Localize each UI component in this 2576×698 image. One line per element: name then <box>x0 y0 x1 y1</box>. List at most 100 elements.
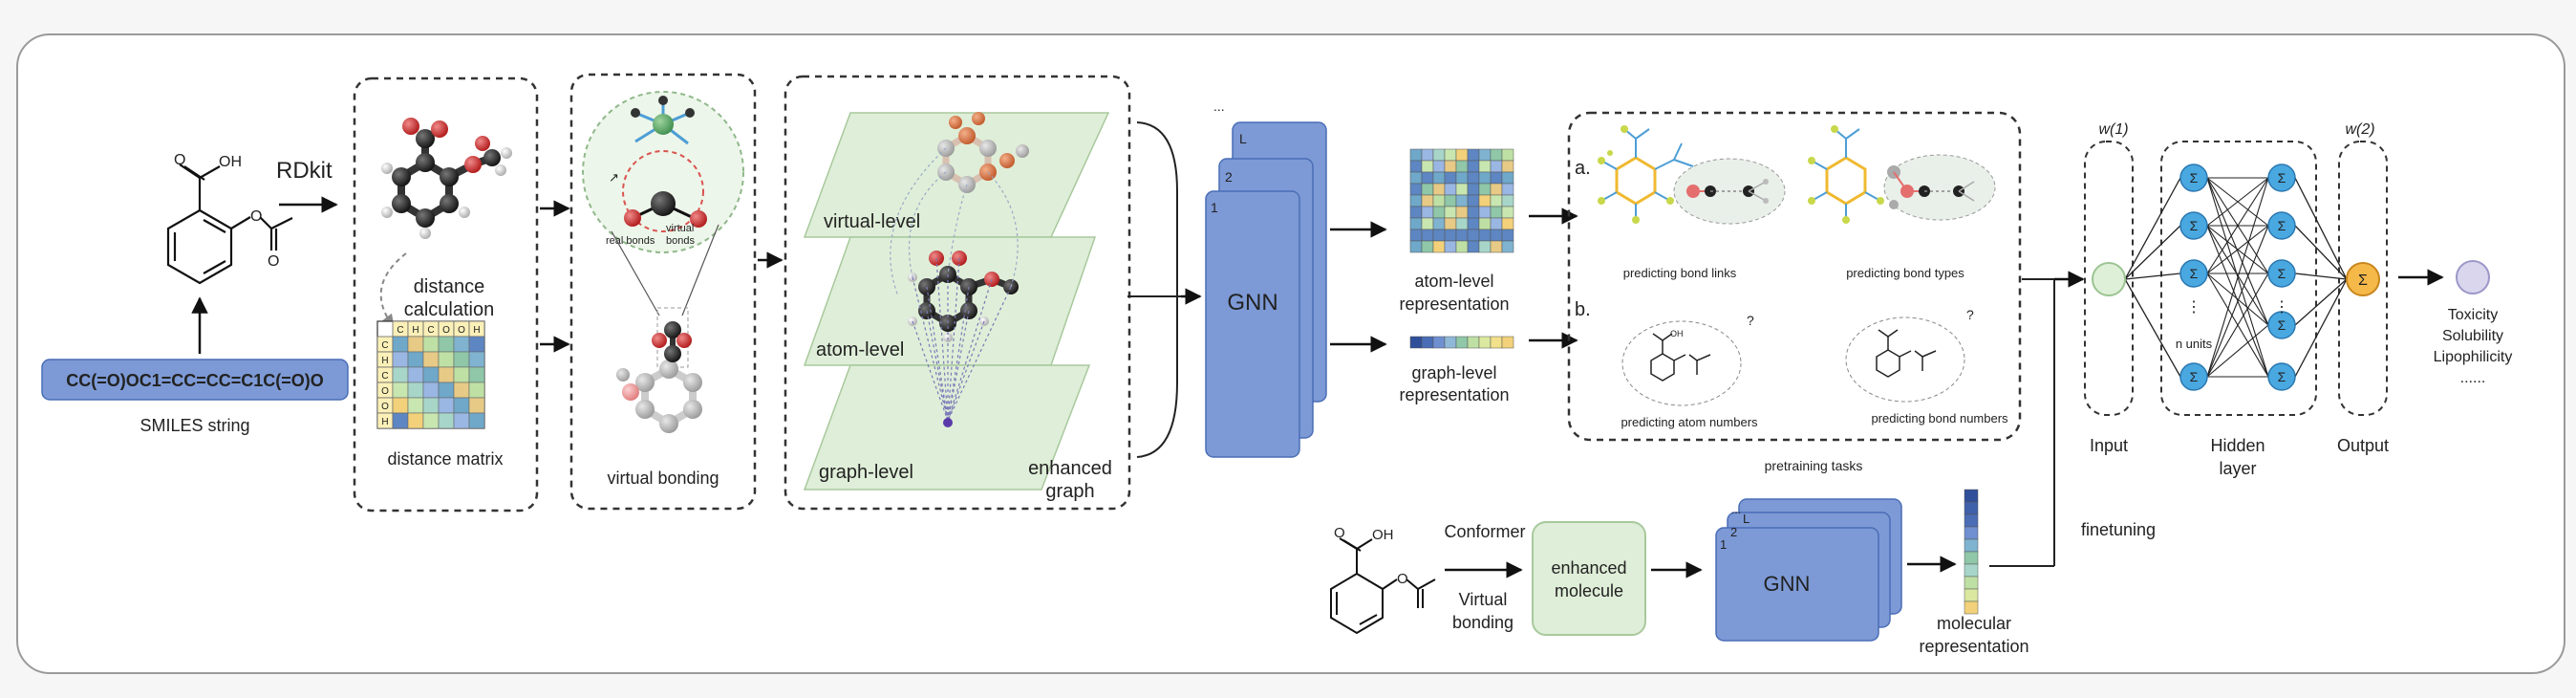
matrix-header-label: O <box>442 325 450 336</box>
w1-label: w(1) <box>2098 121 2128 138</box>
atom-rep-cell <box>1409 240 1423 253</box>
matrix-cell <box>453 351 470 368</box>
graph-rep-cell <box>1421 336 1434 349</box>
atom-rep-cell <box>1409 160 1423 173</box>
output-node <box>2346 262 2380 296</box>
mol-rep-label-1: molecular <box>1937 614 2011 633</box>
matrix-cell <box>422 351 440 368</box>
property-lipophilicity: Lipophilicity <box>2434 349 2513 365</box>
hidden-node <box>2179 211 2208 240</box>
atom-rep-cell <box>1421 148 1434 162</box>
atom-rep-label-1: atom-level <box>1414 272 1493 291</box>
matrix-cell <box>422 412 440 429</box>
atom-rep-cell <box>1432 148 1446 162</box>
graph-level-plane <box>803 364 1091 491</box>
atom-rep-cell <box>1455 171 1469 185</box>
matrix-header-label: C <box>427 325 434 336</box>
atom-rep-cell <box>1409 206 1423 219</box>
matrix-cell <box>438 412 455 429</box>
atom-rep-cell <box>1501 240 1514 253</box>
atom-rep-cell <box>1409 183 1423 196</box>
distance-box <box>353 76 539 513</box>
atom-rep-cell <box>1467 183 1480 196</box>
edge <box>2206 225 2269 326</box>
matrix-cell <box>438 382 455 399</box>
bond-numbers-illustration <box>1845 316 1965 403</box>
atom-rep-cell <box>1478 194 1492 207</box>
atom-rep-cell <box>1478 183 1492 196</box>
mol-rep-cell <box>1964 588 1979 602</box>
atom-rep-cell <box>1467 240 1480 253</box>
hidden-node-sigma: Σ <box>2278 266 2286 281</box>
hidden-node <box>2267 259 2296 288</box>
edge <box>2294 278 2348 378</box>
atom-rep-cell <box>1432 217 1446 230</box>
matrix-cell <box>468 366 485 383</box>
enhanced-graph-box <box>784 75 1131 511</box>
atom-rep-cell <box>1490 217 1503 230</box>
atom-rep-cell <box>1467 217 1480 230</box>
atom-rep-cell <box>1490 183 1503 196</box>
mol-rep-cell <box>1964 489 1979 503</box>
edge <box>2294 225 2348 280</box>
atom-numbers-caption: predicting atom numbers <box>1621 415 1758 429</box>
hidden-node <box>2267 164 2296 192</box>
hidden-vdots-2: ⋮ <box>2274 299 2289 316</box>
molecular-representation-vector <box>1964 489 1979 615</box>
hidden-node-sigma: Σ <box>2278 317 2286 333</box>
matrix-cell <box>392 351 409 368</box>
graph-rep-cell <box>1501 336 1514 349</box>
rdkit-label: RDkit <box>276 158 333 184</box>
atom-rep-cell <box>1421 240 1434 253</box>
atom-rep-cell <box>1501 194 1514 207</box>
atom-rep-cell <box>1432 206 1446 219</box>
atom-dot <box>690 210 707 228</box>
matrix-row-label: C <box>381 340 388 351</box>
mol-rep-cell <box>1964 513 1979 528</box>
bond-numbers-question: ? <box>1966 307 1974 322</box>
bond-links-caption: predicting bond links <box>1623 266 1737 280</box>
atom-rep-cell <box>1421 160 1434 173</box>
task-a-marker: a. <box>1575 158 1591 179</box>
real-bonds-label: real bonds <box>606 235 655 247</box>
matrix-cell <box>407 336 424 353</box>
atom-dot <box>685 108 695 118</box>
atom-rep-cell <box>1478 148 1492 162</box>
hidden-node <box>2179 259 2208 288</box>
ester-o-label: O <box>250 208 262 225</box>
pretraining-caption: pretraining tasks <box>1765 458 1863 473</box>
matrix-cell <box>407 397 424 414</box>
graph-node <box>943 418 953 427</box>
atom-rep-cell <box>1421 217 1434 230</box>
virtual-level-label: virtual-level <box>824 211 920 232</box>
mol-rep-cell <box>1964 551 1979 565</box>
graph-level-edges <box>912 257 1012 422</box>
atom-rep-cell <box>1432 229 1446 242</box>
atom-rep-cell <box>1455 148 1469 162</box>
graph-rep-cell <box>1467 336 1480 349</box>
mol-rep-cell <box>1964 576 1979 590</box>
atom-rep-cell <box>1421 206 1434 219</box>
hidden-vdots-1: ⋮ <box>2186 299 2201 316</box>
atom-rep-cell <box>1432 171 1446 185</box>
atom-rep-cell <box>1421 171 1434 185</box>
hidden-node <box>2267 211 2296 240</box>
carbonyl-o-label: O <box>174 152 185 168</box>
atom-rep-cell <box>1501 160 1514 173</box>
distance-calc-line2: calculation <box>404 299 495 320</box>
atom-rep-cell <box>1490 171 1503 185</box>
atom-dot <box>624 209 641 227</box>
matrix-cell <box>438 351 455 368</box>
atom-rep-cell <box>1455 229 1469 242</box>
edge <box>2206 225 2269 378</box>
matrix-cell <box>468 382 485 399</box>
graph-rep-cell <box>1490 336 1503 349</box>
enhanced-molecule-label-2: molecule <box>1555 581 1623 600</box>
atom-rep-cell <box>1444 229 1457 242</box>
aspirin-structure-top <box>166 164 293 285</box>
atom-rep-cell <box>1444 183 1457 196</box>
matrix-cell <box>392 366 409 383</box>
atom-rep-cell <box>1444 206 1457 219</box>
edge <box>2294 177 2348 280</box>
